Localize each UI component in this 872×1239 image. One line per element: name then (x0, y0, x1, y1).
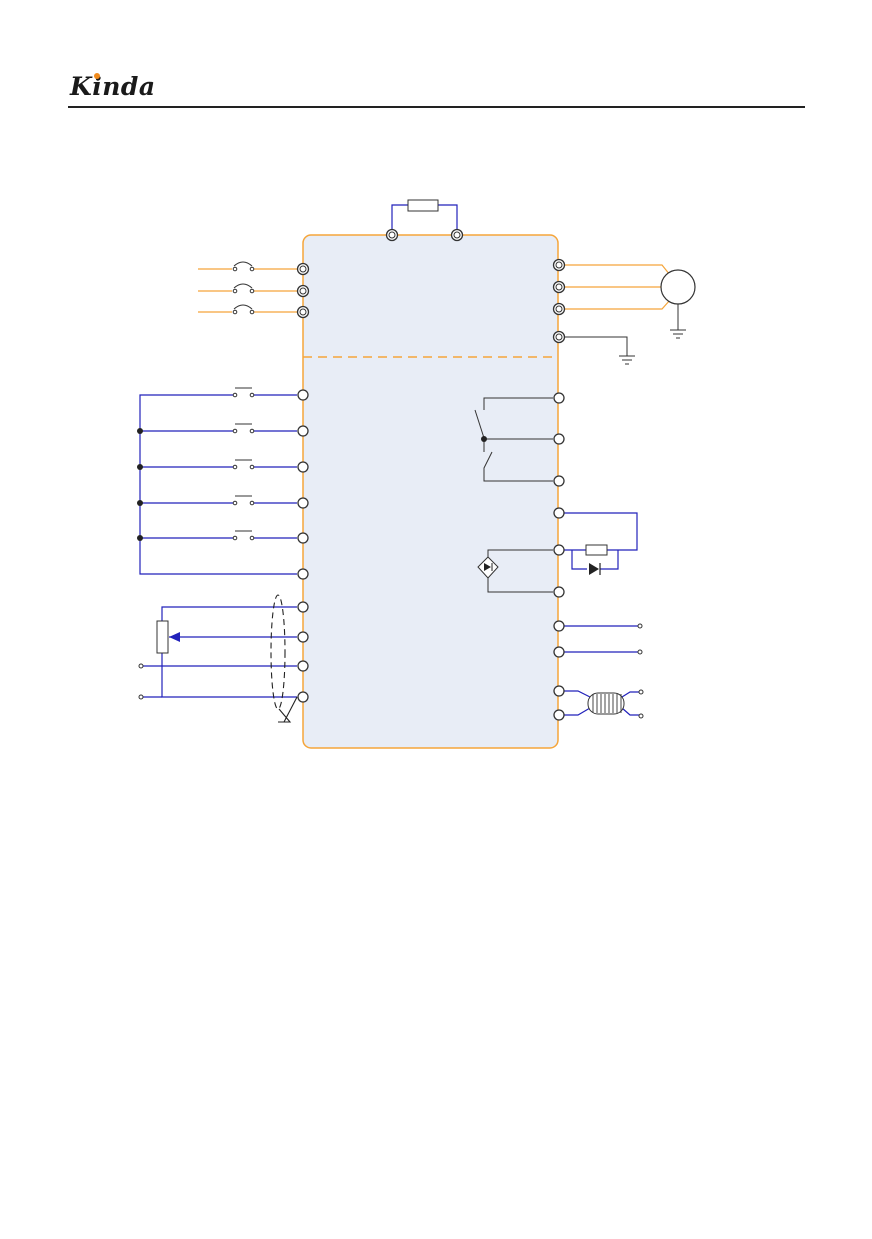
ground-icon (564, 336, 635, 365)
analog-output-wiring (564, 625, 638, 653)
comm-terminals (553, 685, 565, 721)
power-input-lines (198, 268, 297, 313)
optocoupler-icon (477, 549, 553, 593)
shield-icon (270, 594, 298, 723)
fuse-icon (232, 261, 255, 315)
analog-output-open-terminals (637, 623, 643, 655)
comm-wiring (564, 690, 639, 716)
open-collector-wiring (564, 512, 638, 570)
potentiometer-icon (156, 620, 180, 654)
power-output-terminals (552, 258, 566, 344)
comm-open-terminals (638, 689, 644, 719)
ferrite-choke-icon (587, 692, 625, 715)
diode-icon (589, 563, 601, 575)
brand-name: Kinda (70, 72, 156, 101)
relay-contact-icon (474, 397, 553, 482)
brand-logo: Kinda (70, 72, 156, 101)
analog-output-terminals (553, 620, 565, 658)
logo-dot (94, 73, 100, 79)
analog-input-terminals (297, 601, 309, 703)
page-header: Kinda (0, 0, 872, 120)
analog-open-terminals (138, 663, 144, 700)
inverter-body (302, 234, 559, 749)
motor-output-lines (564, 264, 671, 310)
brake-resistor-icon (391, 199, 458, 234)
relay-junction (481, 436, 487, 442)
motor-icon (660, 269, 696, 339)
switch-icon (232, 387, 255, 541)
relay-terminals (553, 392, 565, 487)
open-collector-terminals (553, 507, 565, 598)
junction-dots (137, 428, 143, 541)
power-input-terminals (296, 262, 310, 319)
load-resistor-icon (585, 544, 608, 556)
digital-input-terminals (297, 389, 309, 580)
header-rule (68, 106, 805, 108)
brake-terminals (385, 228, 464, 242)
digital-input-wiring (139, 394, 297, 575)
